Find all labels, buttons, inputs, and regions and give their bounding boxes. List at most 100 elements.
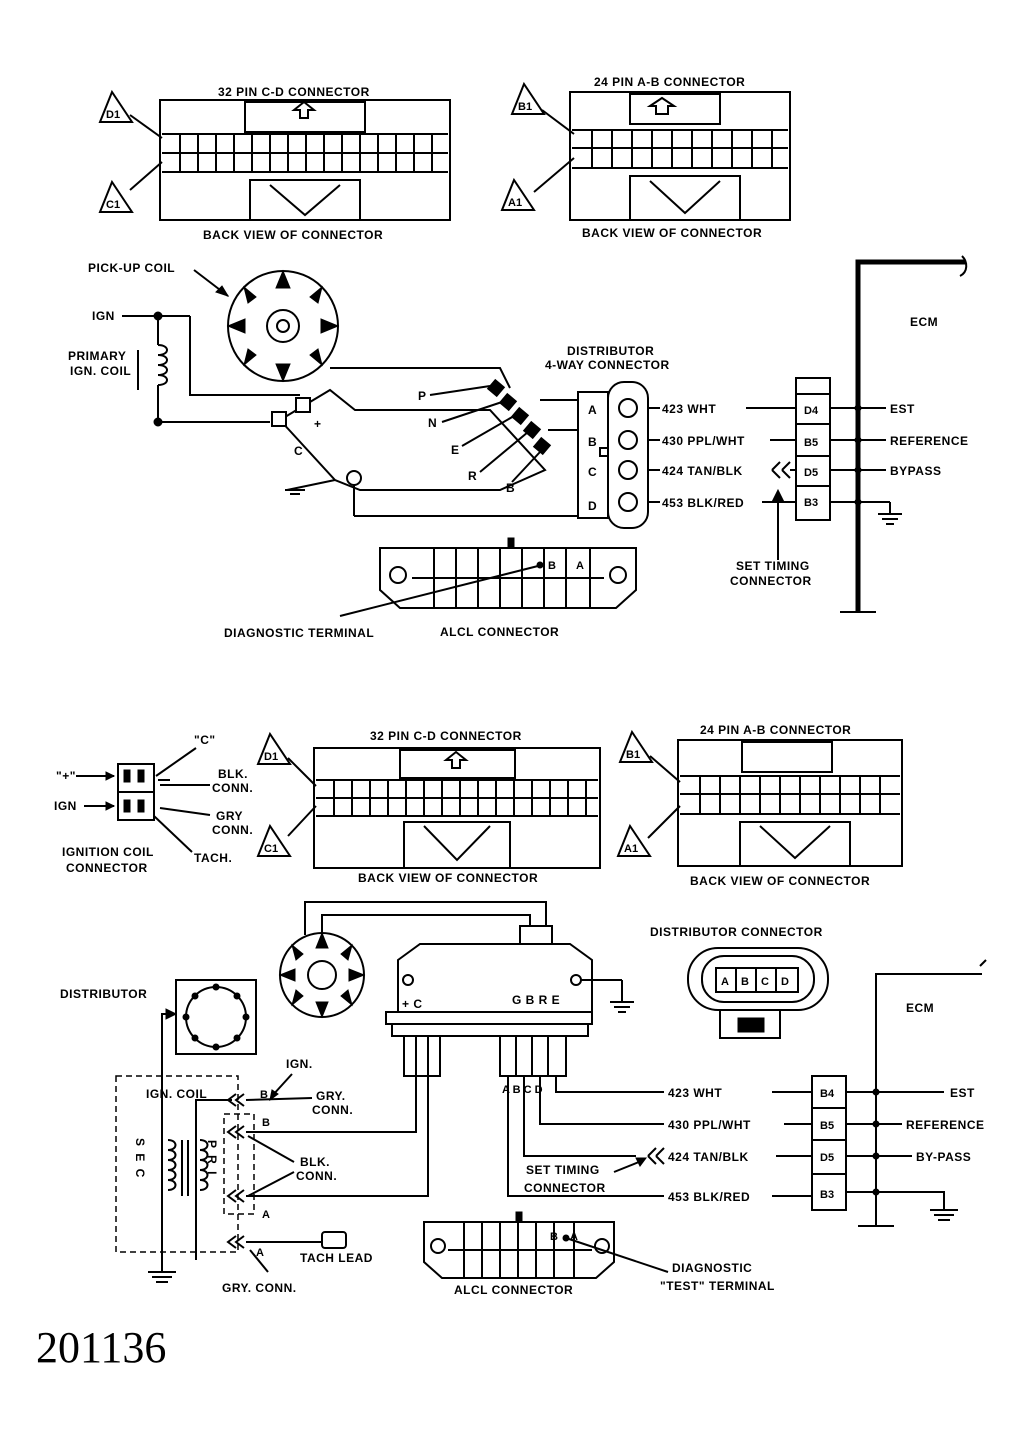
- bottom-blk-conn-mid-2: CONN.: [296, 1169, 337, 1183]
- top-lead-r: R: [468, 469, 477, 483]
- bottom-gry-conn-top-2: CONN.: [312, 1103, 353, 1117]
- bottom-ignition-coil-connector: "C" "+" IGN BLK. CONN. GRY CONN. TACH. I…: [54, 733, 253, 875]
- bottom-gry-conn-2: CONN.: [212, 823, 253, 837]
- bottom-c1-label: C1: [264, 843, 278, 855]
- top-signal-1: EST: [890, 402, 915, 416]
- top-c1-marker: [98, 179, 134, 213]
- top-lead-b: B: [506, 481, 515, 495]
- bottom-set-timing-2: CONNECTOR: [524, 1181, 606, 1195]
- bottom-distributor-label: DISTRIBUTOR: [60, 987, 147, 1001]
- top-wire-4: 453 BLK/RED: [662, 496, 744, 510]
- top-pickup-coil-label: PICK-UP COIL: [88, 261, 175, 275]
- bottom-dist-connector-label: DISTRIBUTOR CONNECTOR: [650, 925, 823, 939]
- bottom-signal-2: REFERENCE: [906, 1118, 985, 1132]
- bottom-d1-label: D1: [264, 751, 278, 763]
- bottom-a1-label: A1: [624, 843, 638, 855]
- top-32-pin-connector: 32 PIN C-D CONNECTOR BACK VIEW OF CONNEC…: [98, 85, 451, 242]
- top-wire-2: 430 PPL/WHT: [662, 434, 745, 448]
- bottom-back-view-label-2: BACK VIEW OF CONNECTOR: [690, 874, 870, 888]
- top-primary-label-2: IGN. COIL: [70, 364, 131, 378]
- bottom-alcl-label: ALCL CONNECTOR: [454, 1283, 573, 1297]
- bottom-32-pin-title: 32 PIN C-D CONNECTOR: [370, 729, 522, 743]
- top-ecm-pin-2: B5: [804, 437, 818, 449]
- top-dist-title-2: 4-WAY CONNECTOR: [545, 358, 670, 372]
- top-24-pin-connector: 24 PIN A-B CONNECTOR BACK VIEW OF CONNEC…: [500, 75, 791, 240]
- top-a1-label: A1: [508, 197, 522, 209]
- top-wire-3: 424 TAN/BLK: [662, 464, 743, 478]
- top-pin-d: D: [588, 499, 597, 513]
- top-back-view-label-1: BACK VIEW OF CONNECTOR: [203, 228, 383, 242]
- bottom-24-pin-title: 24 PIN A-B CONNECTOR: [700, 723, 851, 737]
- bottom-alcl-pin-a: A: [570, 1231, 578, 1243]
- top-ecm-label: ECM: [910, 315, 938, 329]
- top-alcl-pin-b: B: [548, 560, 556, 572]
- bottom-sec: S E C: [133, 1138, 147, 1179]
- bottom-gry-conn-a: A: [256, 1247, 264, 1259]
- top-signal-2: REFERENCE: [890, 434, 969, 448]
- top-module-plus: +: [314, 417, 322, 431]
- top-distributor-connector: DISTRIBUTOR 4-WAY CONNECTOR A B C D: [545, 344, 670, 529]
- top-pin-b: B: [588, 435, 597, 449]
- figure-number: 201136: [36, 1323, 166, 1372]
- bottom-ecm-pin-1: B4: [820, 1088, 835, 1100]
- bottom-gry-conn-top-1: GRY.: [316, 1089, 346, 1103]
- bottom-coil-a: A: [262, 1209, 270, 1221]
- bottom-back-view-label-1: BACK VIEW OF CONNECTOR: [358, 871, 538, 885]
- top-ign-label: IGN: [92, 309, 115, 323]
- bottom-wire-1: 423 WHT: [668, 1086, 722, 1100]
- top-b1-label: B1: [518, 101, 532, 113]
- top-b1-marker: [510, 81, 546, 115]
- top-d1-label: D1: [106, 109, 120, 121]
- bottom-alcl-connector: B A ALCL CONNECTOR DIAGNOSTIC "TEST" TER…: [423, 1211, 774, 1297]
- bottom-blk-conn-mid-1: BLK.: [300, 1155, 330, 1169]
- bottom-diagram: "C" "+" IGN BLK. CONN. GRY CONN. TACH. I…: [54, 723, 987, 1297]
- top-24-pin-title: 24 PIN A-B CONNECTOR: [594, 75, 745, 89]
- top-dist-title-1: DISTRIBUTOR: [567, 344, 654, 358]
- bottom-ign: IGN: [54, 799, 77, 813]
- top-diagnostic-terminal: DIAGNOSTIC TERMINAL: [224, 626, 374, 640]
- bottom-tach-lead: TACH LEAD: [300, 1251, 373, 1265]
- bottom-gry-conn-1: GRY: [216, 809, 243, 823]
- bottom-ign-coil-conn-1: IGNITION COIL: [62, 845, 154, 859]
- top-pin-c: C: [588, 465, 597, 479]
- bottom-coil-b: B: [262, 1117, 270, 1129]
- bottom-distributor-connector: DISTRIBUTOR CONNECTOR A B C D: [650, 925, 829, 1039]
- bottom-ign-coil-conn-2: CONNECTOR: [66, 861, 148, 875]
- bottom-alcl-pin-b: B: [550, 1231, 558, 1243]
- bottom-set-timing-1: SET TIMING: [526, 1163, 600, 1177]
- bottom-ecm-pin-3: D5: [820, 1152, 834, 1164]
- top-32-pin-title: 32 PIN C-D CONNECTOR: [218, 85, 370, 99]
- bottom-b1-label: B1: [626, 749, 640, 761]
- top-pin-a: A: [588, 403, 597, 417]
- top-lead-e: E: [451, 443, 460, 457]
- top-ecm-pin-1: D4: [804, 405, 819, 417]
- bottom-gbre: G B R E: [512, 993, 560, 1007]
- top-lead-n: N: [428, 416, 437, 430]
- bottom-ign-dot: IGN.: [286, 1057, 313, 1071]
- bottom-32-pin-connector: 32 PIN C-D CONNECTOR BACK VIEW OF CONNEC…: [256, 729, 601, 885]
- top-module-c: C: [294, 444, 303, 458]
- top-wires: 423 WHT 430 PPL/WHT 424 TAN/BLK 453 BLK/…: [648, 402, 812, 588]
- top-set-timing-2: CONNECTOR: [730, 574, 812, 588]
- top-a1-marker: [500, 177, 536, 211]
- bottom-ecm-pin-2: B5: [820, 1120, 834, 1132]
- top-diagram: 32 PIN C-D CONNECTOR BACK VIEW OF CONNEC…: [68, 75, 969, 640]
- bottom-dc-b: B: [741, 976, 749, 988]
- top-ecm-pin-4: B3: [804, 497, 818, 509]
- bottom-ecm-pin-4: B3: [820, 1189, 834, 1201]
- bottom-signal-1: EST: [950, 1086, 975, 1100]
- bottom-blk-conn-2: CONN.: [212, 781, 253, 795]
- bottom-ecm: ECM B4 B5 D5 B3 EST REFERENCE BY-PASS: [811, 959, 987, 1227]
- bottom-c-quote: "C": [194, 733, 216, 747]
- top-module-body: [278, 388, 547, 491]
- bottom-dc-d: D: [781, 976, 789, 988]
- top-alcl-label: ALCL CONNECTOR: [440, 625, 559, 639]
- top-alcl-pin-a: A: [576, 560, 584, 572]
- bottom-distributor-coil: DISTRIBUTOR IGN. COIL IGN. B GRY. CONN.: [60, 979, 429, 1295]
- bottom-ecm-label: ECM: [906, 1001, 934, 1015]
- top-ecm: ECM D4 B5 D5 B3 EST REFERENCE BYPASS: [795, 255, 969, 613]
- top-c1-label: C1: [106, 199, 120, 211]
- top-primary-label-1: PRIMARY: [68, 349, 126, 363]
- bottom-wire-2: 430 PPL/WHT: [668, 1118, 751, 1132]
